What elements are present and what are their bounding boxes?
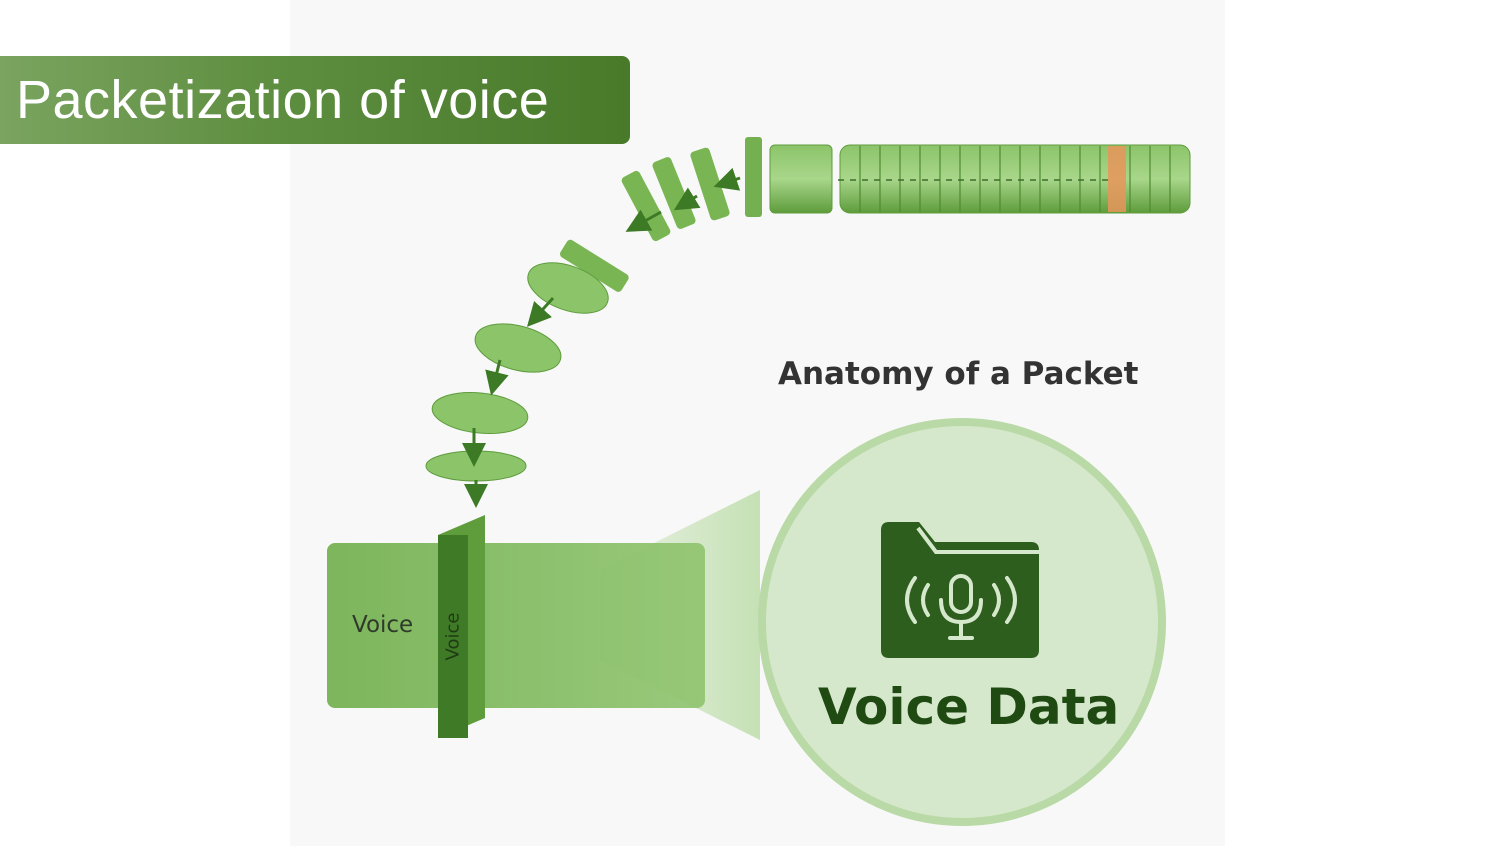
packet-stream <box>425 137 1191 508</box>
diagram-heading: Anatomy of a Packet <box>778 356 1139 392</box>
highlighted-header-segment <box>1108 146 1126 212</box>
voice-cylinder <box>327 515 705 738</box>
cylinder-label: Voice <box>352 612 414 638</box>
flange-label: Voice <box>442 612 464 661</box>
zoom-label: Voice Data <box>818 678 1120 736</box>
page-title: Packetization of voice <box>16 70 550 130</box>
title-banner: Packetization of voice <box>0 56 630 144</box>
folder-microphone-icon <box>881 522 1039 658</box>
